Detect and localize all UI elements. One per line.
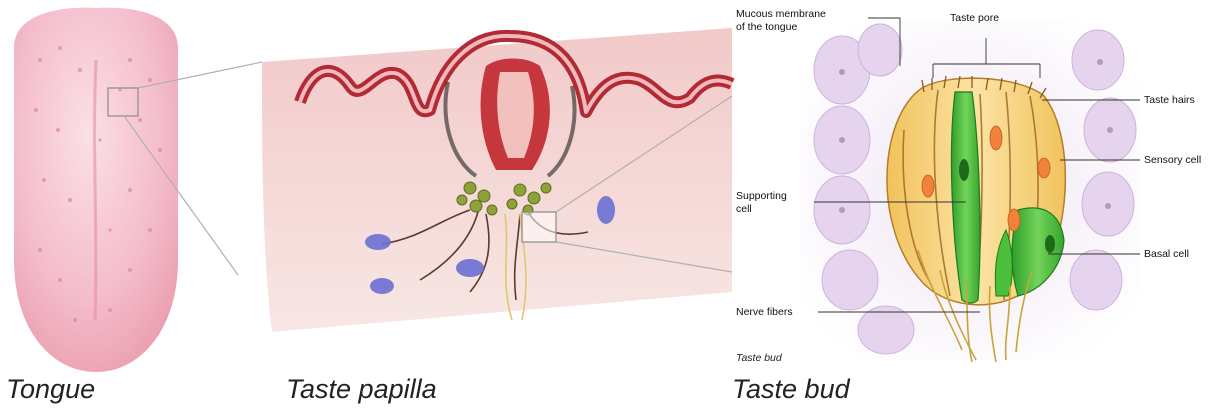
nerve-fibers-label: Nerve fibers bbox=[736, 306, 793, 319]
taste-bud-caption: Taste bud bbox=[736, 352, 782, 364]
papilla-illustration bbox=[262, 28, 732, 332]
taste-pore-label: Taste pore bbox=[950, 12, 999, 25]
supporting-cell-label: Supporting cell bbox=[736, 190, 787, 216]
taste-hairs-label: Taste hairs bbox=[1144, 94, 1195, 107]
mucous-membrane-label: Mucous membrane of the tongue bbox=[736, 8, 826, 34]
papilla-zoom-box bbox=[522, 212, 556, 242]
supporting-cell-label-line1: Supporting bbox=[736, 190, 787, 203]
supporting-cell-label-line2: cell bbox=[736, 203, 787, 216]
basal-cell-label: Basal cell bbox=[1144, 248, 1189, 261]
sensory-cell-label: Sensory cell bbox=[1144, 154, 1201, 167]
tongue-illustration bbox=[14, 8, 178, 372]
taste-bud-illustration bbox=[800, 20, 1140, 362]
taste-papilla-title: Taste papilla bbox=[286, 374, 437, 405]
tongue-title: Tongue bbox=[6, 374, 95, 405]
taste-bud-title: Taste bud bbox=[732, 374, 850, 405]
mucous-membrane-label-line1: Mucous membrane bbox=[736, 8, 826, 21]
mucous-membrane-label-line2: of the tongue bbox=[736, 21, 826, 34]
